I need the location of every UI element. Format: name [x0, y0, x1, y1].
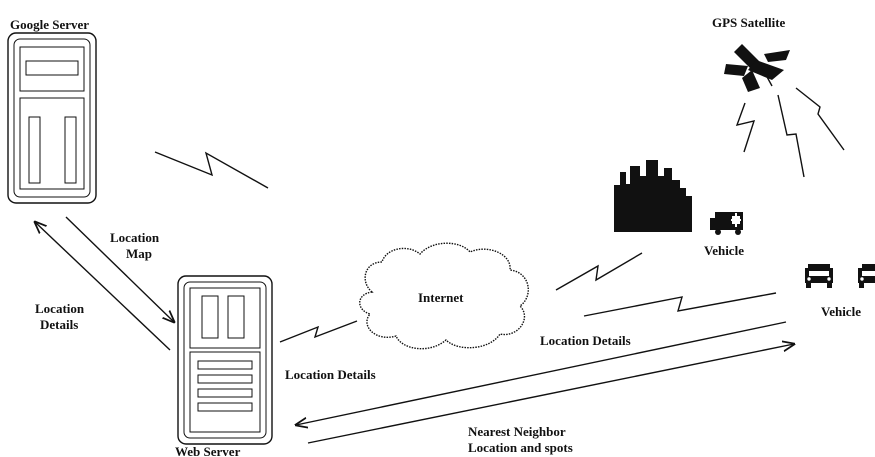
car-front-icon-1 [805, 264, 833, 288]
web-server-icon [178, 276, 272, 444]
location-map-label-1: Location [110, 230, 160, 245]
wireless-link-webserver [280, 321, 357, 342]
gps-satellite-label: GPS Satellite [712, 15, 786, 30]
vehicle-label-ambulance: Vehicle [704, 243, 744, 258]
gps-signal-2 [778, 95, 804, 177]
location-map-label-2: Map [126, 246, 152, 261]
internet-label: Internet [418, 290, 464, 305]
location-details-left-label-2: Details [40, 317, 78, 332]
gps-signal-3 [796, 88, 844, 150]
car-front-icon-2 [858, 264, 875, 288]
web-server-label: Web Server [175, 444, 241, 457]
city-buildings-icon [614, 160, 692, 232]
google-server-icon [8, 33, 96, 203]
location-details-center-label: Location Details [285, 367, 376, 382]
google-server-label: Google Server [10, 17, 89, 32]
wireless-link-vehicles [584, 293, 776, 316]
vehicle-label-cars: Vehicle [821, 304, 861, 319]
nearest-neighbor-label-2: Location and spots [468, 440, 573, 455]
location-details-left-label-1: Location [35, 301, 85, 316]
wireless-link-google [155, 152, 268, 188]
wireless-link-internet [556, 253, 642, 290]
location-details-lower-label: Location Details [540, 333, 631, 348]
nearest-neighbor-label-1: Nearest Neighbor [468, 424, 566, 439]
gps-signal-1 [737, 103, 754, 152]
ambulance-icon [710, 212, 743, 235]
gps-satellite-icon [724, 44, 790, 92]
